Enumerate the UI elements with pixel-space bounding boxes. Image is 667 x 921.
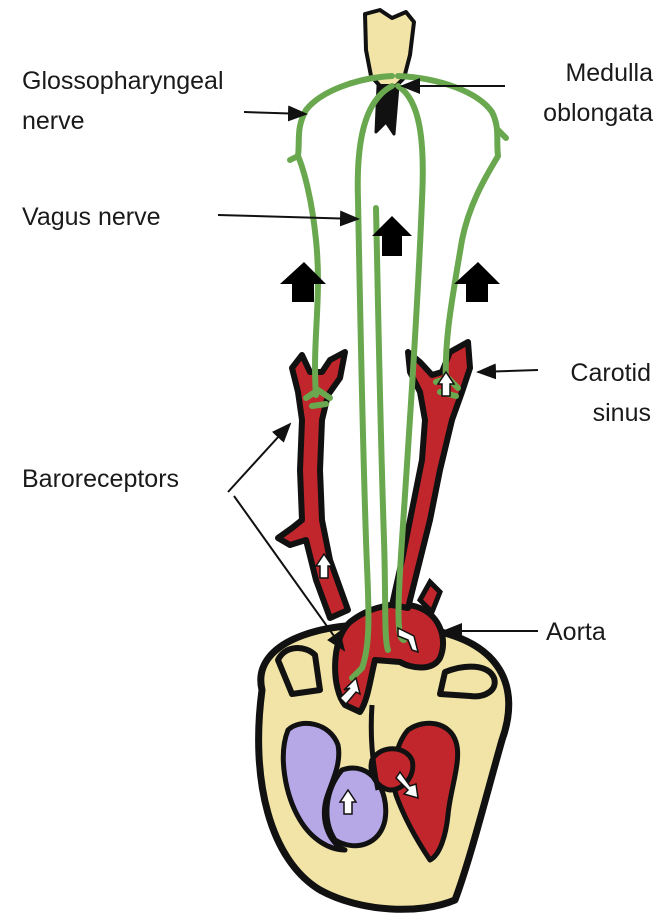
carotid-sinus-label-line1: Carotid bbox=[570, 356, 651, 390]
aorta-label: Aorta bbox=[546, 615, 606, 649]
pointer-carotid-sinus bbox=[478, 370, 538, 372]
glossopharyngeal-label-line2: nerve bbox=[22, 104, 85, 138]
medulla-oblongata bbox=[365, 10, 414, 134]
heart bbox=[259, 625, 509, 910]
signal-arrow-right bbox=[454, 262, 500, 302]
pointer-vagus bbox=[218, 215, 358, 219]
pointer-glossopharyngeal bbox=[244, 112, 306, 114]
pointer-baroreceptors-carotid bbox=[228, 424, 290, 492]
carotid-sinus-label-line2: sinus bbox=[593, 396, 651, 430]
glossopharyngeal-label-line1: Glossopharyngeal bbox=[22, 64, 224, 98]
baroreceptors-label: Baroreceptors bbox=[22, 462, 179, 496]
medulla-label-line2: oblongata bbox=[543, 96, 653, 130]
vagus-nerve-label: Vagus nerve bbox=[22, 200, 161, 234]
medulla-label-line1: Medulla bbox=[565, 56, 653, 90]
